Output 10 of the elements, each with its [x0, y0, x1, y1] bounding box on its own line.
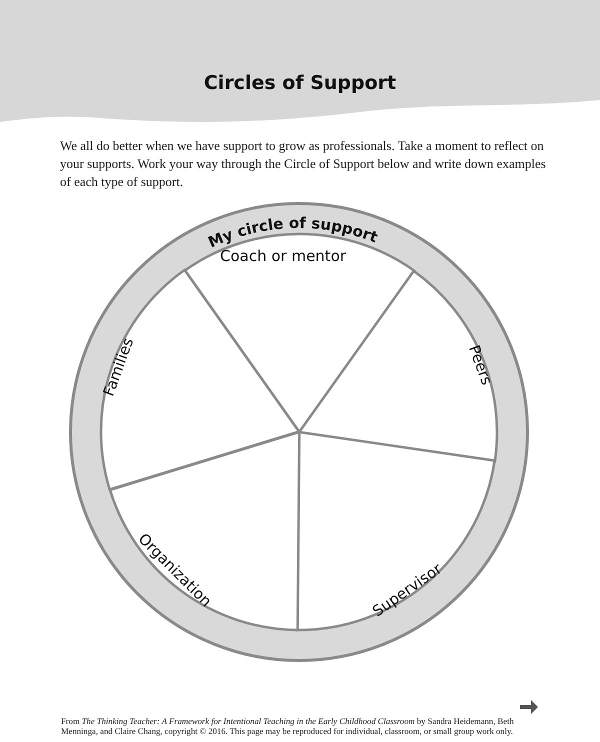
- wedge-segment: [110, 432, 299, 630]
- source-note: From The Thinking Teacher: A Framework for Intentional Teaching in the Early Childhood Classroom by Sandra Heidemann, Beth Menninga, and Claire Chang, copyright © 2016. This page may be reproduced for individual, classroom, or small group work only.: [61, 716, 515, 736]
- wedge-segment: [297, 432, 495, 630]
- wedge-segment: [101, 270, 299, 490]
- support-ring: [69, 202, 529, 662]
- segment-label: Peers: [464, 342, 496, 388]
- instructions-text: We all do better when we have support to grow as professionals. Take a moment to reflect on your supports. Work your way through the Circle of Support below and write down examples of each type of support.: [60, 137, 547, 191]
- segment-label: Coach or mentor: [220, 246, 346, 265]
- wedge-segment: [299, 270, 497, 461]
- page-title: Circles of Support: [202, 72, 398, 94]
